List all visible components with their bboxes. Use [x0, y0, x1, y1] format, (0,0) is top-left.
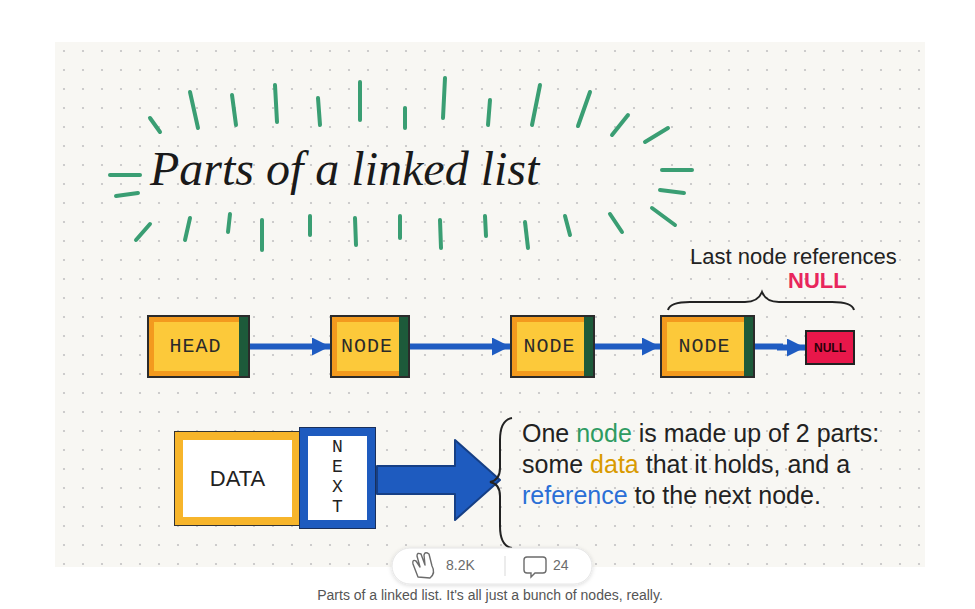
pointer-arrow — [595, 344, 660, 350]
sparkle-line — [660, 190, 684, 193]
pointer-arrow — [755, 347, 805, 348]
node-box: NODE — [660, 315, 755, 378]
sparkle-line — [110, 173, 140, 177]
sparkle-line — [190, 92, 198, 128]
annotation: NULL — [788, 268, 847, 294]
sparkle-line — [116, 193, 138, 196]
node-label: DATA — [210, 466, 265, 492]
sparkle-line — [612, 115, 628, 135]
sparkle-line — [358, 82, 362, 120]
sparkle-line — [532, 85, 540, 125]
node-box: NODE — [330, 315, 410, 378]
sparkle-line — [488, 100, 490, 125]
sparkle-line — [398, 216, 402, 238]
reaction-pill — [392, 548, 592, 584]
sparkle-line — [232, 95, 236, 125]
big-arrow — [377, 440, 500, 520]
node-label: NODE — [523, 335, 575, 358]
node-box: NODE — [510, 315, 595, 378]
pointer-arrow — [250, 344, 330, 350]
sparkle-line — [275, 85, 277, 122]
curly-brace — [490, 418, 512, 548]
data-box: DATA — [175, 432, 300, 525]
node-label: NEXT — [329, 438, 347, 517]
sparkle-line — [578, 92, 590, 126]
sparkle-line — [485, 216, 486, 236]
sparkle-line — [440, 220, 441, 248]
divider — [505, 556, 506, 576]
null-box: NULL — [805, 330, 855, 365]
title: Parts of a linked list — [150, 143, 539, 196]
comment-count: 24 — [553, 557, 569, 573]
node-label: NODE — [678, 335, 730, 358]
sparkle-line — [652, 208, 675, 225]
sparkle-line — [136, 224, 150, 240]
dot-grid — [55, 42, 925, 567]
clap-count: 8.2K — [446, 557, 475, 573]
sparkle-line — [610, 214, 622, 232]
sparkle-line — [260, 220, 264, 250]
sparkle-line — [403, 108, 407, 128]
sparkle-line — [228, 214, 230, 232]
explanation-note: One node is made up of 2 parts: some dat… — [522, 418, 917, 511]
comment-icon — [524, 557, 546, 577]
sparkle-line — [308, 216, 312, 235]
sparkle-line — [662, 168, 692, 172]
sparkle-line — [525, 222, 528, 248]
sparkle-line — [150, 118, 160, 132]
node-label: NODE — [341, 335, 393, 358]
sparkle-lines — [110, 78, 692, 250]
annotation: Last node references — [690, 244, 897, 270]
caption: Parts of a linked list. It's all just a … — [317, 587, 663, 603]
sparkle-line — [645, 128, 668, 142]
sparkle-line — [565, 216, 570, 235]
node-label: HEAD — [169, 335, 221, 358]
head-box: HEAD — [147, 315, 250, 378]
pointer-arrow — [410, 344, 510, 350]
next-box: NEXT — [300, 428, 375, 528]
sparkle-line — [185, 218, 190, 240]
node-label: NULL — [814, 341, 846, 355]
paper — [55, 42, 925, 567]
sparkle-line — [355, 218, 356, 245]
curly-brace — [668, 292, 854, 310]
sparkle-line — [443, 78, 445, 118]
sparkle-line — [318, 98, 320, 125]
clap-icon — [413, 553, 434, 578]
